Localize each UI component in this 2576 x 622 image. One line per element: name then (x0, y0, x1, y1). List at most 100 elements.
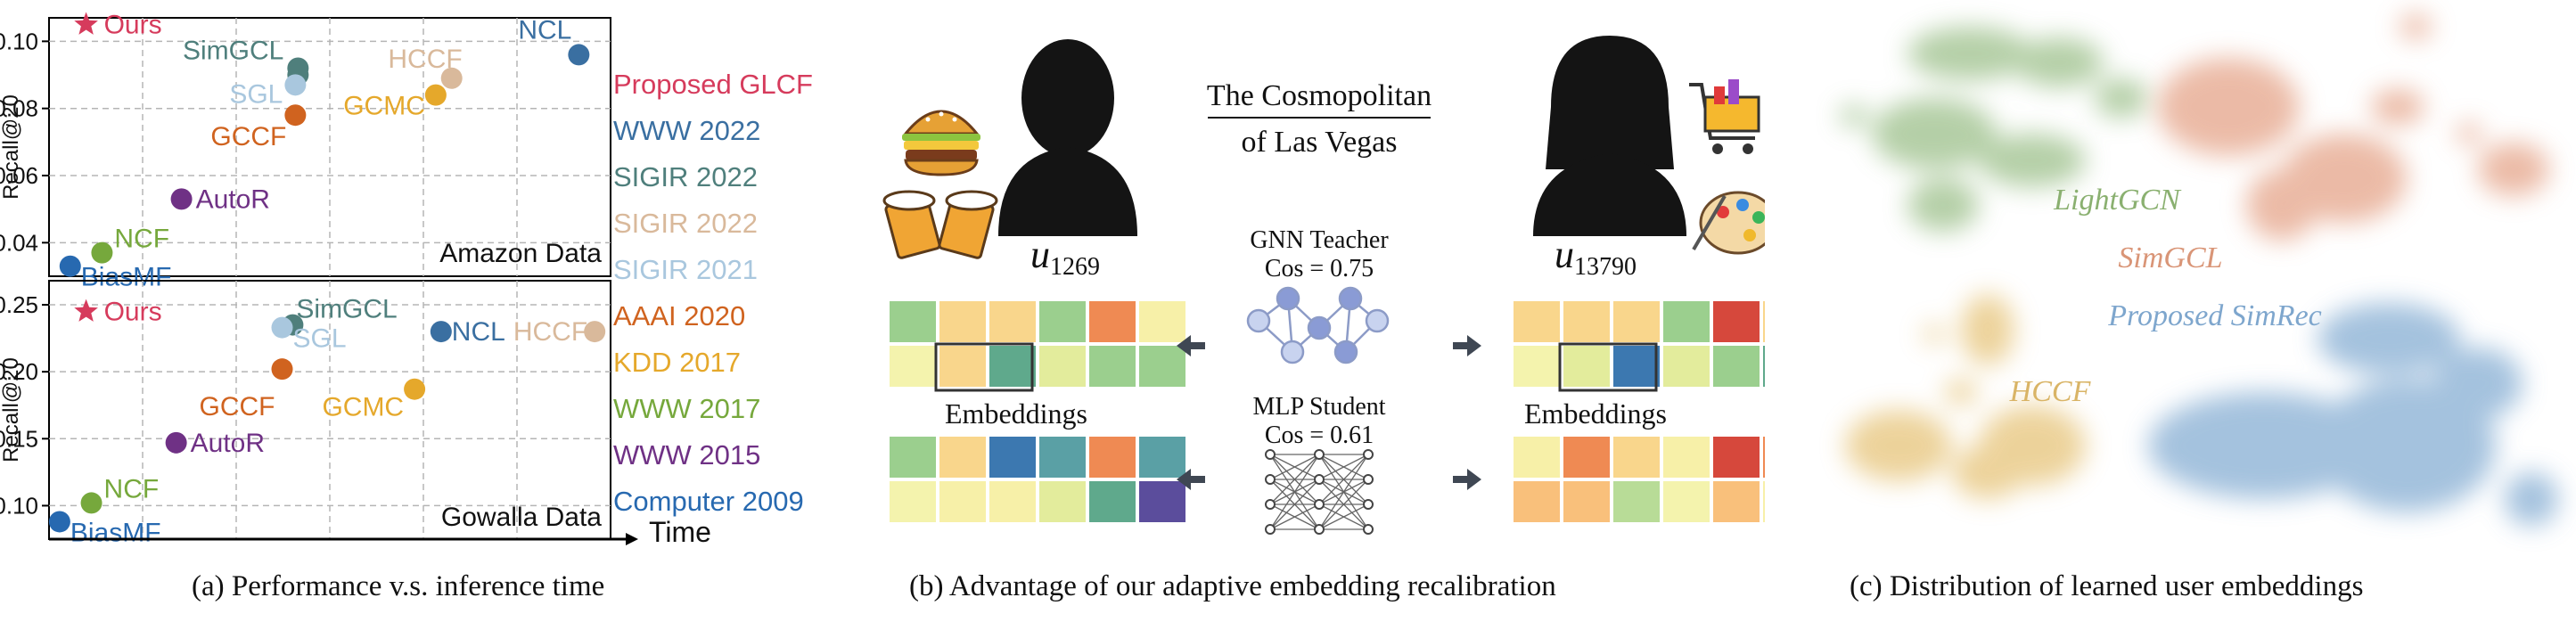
label-biasmf: BiasMF (70, 518, 161, 547)
label-simgcl: SimGCL (2118, 241, 2222, 274)
cluster-simgcl (2157, 14, 2549, 241)
venue-legend-item: AAAI 2020 (613, 300, 745, 331)
cluster-simrec (2148, 303, 2558, 526)
poi-title-line1: The Cosmopolitan (1207, 79, 1432, 112)
embedding-cell (1514, 301, 1560, 342)
embedding-cell (989, 346, 1036, 387)
amazon-grid (49, 18, 611, 276)
user-id-right: u13790 (1555, 233, 1637, 281)
label-sgl: SGL (229, 79, 283, 109)
cluster-lightgcn (1840, 27, 2148, 232)
embedding-cell (1713, 481, 1760, 522)
label-simgcl: SimGCL (296, 295, 397, 324)
embedding-grid-left-bottom (890, 437, 1185, 522)
burger-icon (902, 110, 980, 176)
point-biasmf (59, 255, 81, 277)
embedding-cell (939, 346, 986, 387)
mlp-edge (1269, 503, 1320, 530)
venue-legend-item: WWW 2015 (613, 439, 760, 471)
gowalla-dataset-label: Gowalla Data (441, 503, 602, 532)
point-autor (165, 431, 187, 454)
embedding-cell (1139, 481, 1185, 522)
shopping-cart-icon (1689, 79, 1760, 154)
mlp-edge (1269, 454, 1320, 530)
mlp-edge (1318, 454, 1369, 530)
mlp-node (1265, 524, 1276, 535)
embedding-cell (1713, 301, 1760, 342)
embedding-cell (989, 301, 1036, 342)
mlp-edge (1318, 454, 1369, 480)
embedding-cell (1039, 301, 1086, 342)
point-ours-star (74, 299, 98, 322)
label-ncl: NCL (452, 317, 505, 347)
label-ours: Ours (104, 11, 162, 40)
y-tick-label: 0.10 (0, 492, 38, 519)
point-gccf (271, 358, 293, 381)
mlp-edge (1269, 454, 1320, 480)
art-palette-icon (1692, 191, 1777, 255)
mlp-edge (1318, 479, 1369, 530)
mlp-node (1265, 474, 1276, 485)
y-tick-label: 0.10 (0, 28, 38, 54)
embedding-cell (989, 481, 1036, 522)
embedding-cell (1563, 346, 1610, 387)
point-gccf (284, 104, 307, 127)
recalibration-diagram: The Cosmopolitan of Las Vegas u1269 u137… (882, 36, 1809, 535)
point-hccf (584, 321, 606, 343)
mlp-edge (1318, 503, 1369, 530)
embedding-cell (1613, 437, 1660, 478)
mlp-cosine: Cos = 0.61 (1265, 421, 1374, 449)
point-ncl (568, 44, 590, 66)
embedding-cell (1563, 437, 1610, 478)
embedding-cell (1514, 437, 1560, 478)
gowalla-y-ticks: 0.100.150.200.25 (0, 291, 49, 519)
label-ours: Ours (104, 298, 162, 327)
point-ncf (80, 492, 103, 514)
female-user-avatar-icon (1533, 36, 1686, 236)
mlp-student-label: MLP Student (1252, 393, 1385, 421)
embeddings-label-right: Embeddings (1524, 397, 1667, 430)
mlp-edge (1318, 454, 1369, 505)
panel-b-recalibration: The Cosmopolitan of Las Vegas u1269 u137… (874, 0, 1809, 622)
embedding-cell (1039, 481, 1086, 522)
mlp-network-icon (1265, 449, 1374, 535)
arrow-right-top-icon (1453, 335, 1481, 356)
point-hccf (440, 67, 463, 89)
mlp-edge (1269, 454, 1320, 505)
gnn-teacher-label: GNN Teacher (1250, 226, 1389, 254)
embedding-cell (1713, 346, 1760, 387)
embedding-cell (1563, 301, 1610, 342)
embedding-cell (1089, 346, 1136, 387)
mlp-node (1314, 499, 1325, 510)
mlp-node (1363, 499, 1374, 510)
beer-mugs-icon (882, 190, 998, 259)
embedding-cell (1039, 346, 1086, 387)
label-autor: AutoR (196, 184, 270, 214)
embedding-cell (939, 481, 986, 522)
embedding-cell (1663, 301, 1710, 342)
point-biasmf (48, 511, 70, 533)
mlp-node (1314, 524, 1325, 535)
venue-legend-item: KDD 2017 (613, 347, 741, 378)
label-gcmc: GCMC (322, 393, 404, 422)
gowalla-y-label: Recall@20 (0, 357, 23, 462)
embedding-cell (1514, 346, 1560, 387)
embedding-cell (1139, 301, 1185, 342)
embedding-cell (1663, 481, 1710, 522)
venue-legend-item: SIGIR 2022 (613, 208, 758, 239)
caption-a: (a) Performance v.s. inference time (192, 570, 605, 602)
embedding-grid-right-bottom (1514, 437, 1809, 522)
mlp-node (1265, 499, 1276, 510)
venue-legend-item: WWW 2022 (613, 115, 760, 146)
point-sgl (284, 74, 307, 96)
embedding-cell (1713, 437, 1760, 478)
embedding-grid-left-top (890, 301, 1185, 387)
label-lightgcn: LightGCN (2053, 184, 2182, 217)
graph-network-icon (1246, 286, 1390, 364)
label-simrec: Proposed SimRec (2107, 299, 2322, 332)
mlp-node (1265, 449, 1276, 460)
y-tick-label: 0.15 (0, 425, 38, 452)
y-tick-label: 0.25 (0, 291, 38, 318)
arrow-right-bottom-icon (1453, 469, 1481, 490)
